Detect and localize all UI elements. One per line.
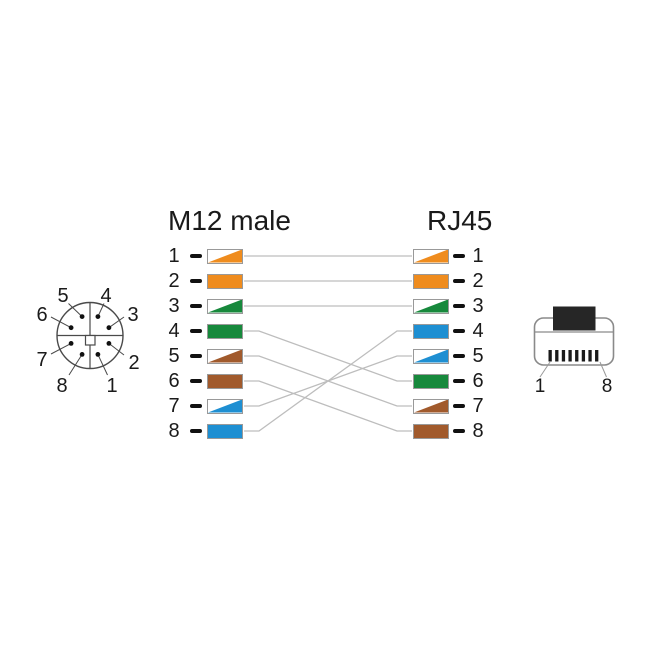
m12-pin-dash xyxy=(190,329,202,333)
m12-pin-dash xyxy=(190,254,202,258)
m12-pin-label-8: 8 xyxy=(56,375,67,397)
rj45-wire-swatch-blue xyxy=(413,323,449,339)
rj45-pin1-leader-line xyxy=(539,361,551,378)
rj45-pin-dash xyxy=(453,329,465,333)
rj45-column-title: RJ45 xyxy=(427,205,493,236)
m12-pin-number: 5 xyxy=(168,344,180,367)
m12-pin-label-2: 2 xyxy=(128,352,139,374)
m12-pin-label-7: 7 xyxy=(36,349,47,371)
rj45-contact-7 xyxy=(588,350,592,362)
m12-wire-swatch-blue xyxy=(207,423,243,439)
m12-wire-swatch-white-blue xyxy=(207,398,243,414)
m12-column-title: M12 male xyxy=(168,205,291,236)
rj45-pin-number: 2 xyxy=(472,269,484,292)
rj45-contact-1 xyxy=(548,350,552,362)
m12-pin-label-6: 6 xyxy=(36,304,47,326)
m12-pin-label-5: 5 xyxy=(57,285,68,307)
rj45-pin-dash xyxy=(453,304,465,308)
m12-pin-dash xyxy=(190,279,202,283)
rj45-wire-swatch-white-brown xyxy=(413,398,449,414)
m12-pin-label-4: 4 xyxy=(100,285,111,307)
rj45-wire-swatch-white-blue xyxy=(413,348,449,364)
rj45-wire-swatch-green xyxy=(413,373,449,389)
m12-pin-dash xyxy=(190,429,202,433)
m12-wire-swatch-white-brown xyxy=(207,348,243,364)
rj45-contact-8 xyxy=(595,350,599,362)
rj45-pin8-label: 8 xyxy=(602,376,613,397)
rj45-pin-number: 8 xyxy=(472,419,484,442)
rj45-wire-swatch-white-green xyxy=(413,298,449,314)
m12-face-key-notch xyxy=(84,334,96,346)
connection-line-m12-4-to-rj45-6 xyxy=(244,330,412,382)
rj45-pin-dash xyxy=(453,429,465,433)
rj45-plug-contacts xyxy=(548,350,599,362)
m12-pin-dash xyxy=(190,354,202,358)
rj45-pin-dash xyxy=(453,279,465,283)
rj45-pin-number: 3 xyxy=(472,294,484,317)
rj45-contact-5 xyxy=(575,350,579,362)
rj45-pin-dash xyxy=(453,379,465,383)
rj45-wire-swatch-white-orange xyxy=(413,248,449,264)
m12-pin-labels: 1 2 3 4 5 6 7 8 xyxy=(36,285,139,397)
m12-pin-number: 3 xyxy=(168,294,180,317)
connection-lines xyxy=(244,255,412,432)
m12-pin-leader-lines xyxy=(50,303,125,376)
rj45-contact-6 xyxy=(581,350,586,362)
rj45-pin1-label: 1 xyxy=(535,376,546,397)
rj45-pin-dash xyxy=(453,404,465,408)
rj45-pin-number: 4 xyxy=(472,319,484,342)
m12-pin-label-1: 1 xyxy=(106,375,117,397)
m12-pin-dash xyxy=(190,404,202,408)
m12-pin-dash xyxy=(190,304,202,308)
m12-pin-number: 8 xyxy=(168,419,180,442)
m12-pin-dots xyxy=(68,314,112,357)
rj45-plug-icon: 1 8 xyxy=(533,306,615,397)
rj45-pin-number: 1 xyxy=(472,244,484,267)
m12-pin-label-3: 3 xyxy=(127,304,138,326)
rj45-pin-number: 7 xyxy=(472,394,484,417)
m12-pin-dash xyxy=(190,379,202,383)
connection-line-m12-8-to-rj45-4 xyxy=(244,330,412,432)
m12-wire-swatch-orange xyxy=(207,273,243,289)
rj45-pin-dash xyxy=(453,254,465,258)
m12-wire-swatch-brown xyxy=(207,373,243,389)
rj45-pin-number: 6 xyxy=(472,369,484,392)
m12-wire-swatch-green xyxy=(207,323,243,339)
rj45-pin-dash xyxy=(453,354,465,358)
m12-pin-number: 4 xyxy=(168,319,180,342)
rj45-wire-swatch-brown xyxy=(413,423,449,439)
rj45-pin8-leader-line xyxy=(599,361,607,378)
rj45-pin-number: 5 xyxy=(472,344,484,367)
connection-line-m12-6-to-rj45-8 xyxy=(244,380,412,432)
m12-pin-number: 1 xyxy=(168,244,180,267)
rj45-contact-2 xyxy=(555,350,559,362)
rj45-plug-latch-tab xyxy=(553,306,596,331)
m12-pin-number: 6 xyxy=(168,369,180,392)
rj45-contact-3 xyxy=(561,350,566,362)
rj45-contact-4 xyxy=(568,350,572,362)
m12-connector-face: 1 2 3 4 5 6 7 8 xyxy=(36,285,139,397)
m12-wire-swatch-white-green xyxy=(207,298,243,314)
m12-pin-number: 2 xyxy=(168,269,180,292)
rj45-wire-swatch-orange xyxy=(413,273,449,289)
m12-wire-swatch-white-orange xyxy=(207,248,243,264)
m12-pin-number: 7 xyxy=(168,394,180,417)
